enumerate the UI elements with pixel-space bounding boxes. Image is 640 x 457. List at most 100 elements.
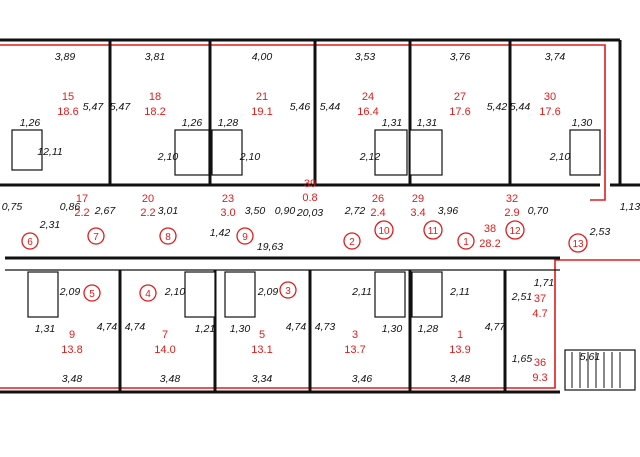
wc-room-25	[374, 129, 408, 176]
dim-top-27: 3,76	[450, 51, 471, 63]
room-area: 16.4	[357, 106, 378, 118]
marker-13: 13	[568, 233, 588, 253]
dim-misc-24: 1,42	[210, 227, 231, 239]
dim-misc-5: 5,44	[510, 101, 531, 113]
dim-top-15: 3,89	[55, 51, 76, 63]
dim-misc-47: 1,30	[382, 323, 403, 335]
room-17: 17 2.2	[74, 193, 89, 219]
marker-5: 5	[83, 284, 101, 302]
room-number: 1	[457, 329, 463, 341]
room-area: 3.0	[220, 207, 235, 219]
room-26: 26 2.4	[370, 193, 385, 219]
wc-room-28	[409, 129, 443, 176]
room-number: 5	[259, 329, 265, 341]
room-23: 23 3.0	[220, 193, 235, 219]
room-area: 17.6	[539, 106, 560, 118]
red-outline-bottom	[0, 259, 640, 389]
marker-9: 9	[236, 227, 254, 245]
stair-treads	[571, 352, 621, 388]
room-number: 18	[149, 91, 161, 103]
room-area: 2.2	[74, 207, 89, 219]
marker-label: 10	[378, 226, 390, 237]
dim-misc-37: 4,73	[315, 321, 336, 333]
room-number: 27	[454, 91, 466, 103]
dim-misc-6: 12,11	[37, 146, 63, 158]
room-20: 20 2.2	[140, 193, 155, 219]
wc-room-8	[184, 271, 216, 318]
marker-label: 12	[509, 226, 521, 237]
room-area: 18.6	[57, 106, 78, 118]
marker-10: 10	[374, 220, 394, 240]
dim-misc-17: 2,67	[94, 205, 117, 217]
marker-4: 4	[139, 284, 157, 302]
red-outline-top	[0, 44, 606, 201]
dim-misc-18: 3,01	[158, 205, 178, 217]
dim-misc-42: 2,11	[351, 286, 372, 298]
room-1: 1 13.9	[449, 329, 470, 356]
dim-bottom-9: 3,48	[62, 373, 83, 385]
dim-misc-30: 2,51	[511, 291, 532, 303]
marker-label: 3	[285, 286, 291, 297]
marker-2: 2	[343, 232, 361, 250]
wc-room-2	[411, 271, 443, 318]
dim-misc-27: 0,75	[2, 201, 23, 213]
room-area: 9.3	[532, 372, 547, 384]
dim-misc-8: 2,10	[239, 151, 261, 163]
dim-misc-0: 5,47	[83, 101, 105, 113]
room-area: 2.2	[140, 207, 155, 219]
marker-3: 3	[279, 281, 297, 299]
dim-misc-41: 2,09	[257, 286, 279, 298]
dim-top-21: 4,00	[252, 51, 273, 63]
marker-label: 6	[27, 237, 33, 248]
dim-misc-4: 5,42	[487, 101, 508, 113]
room-number: 20	[142, 193, 154, 205]
dim-misc-3: 5,44	[320, 101, 341, 113]
room-number: 15	[62, 91, 74, 103]
marker-7: 7	[87, 227, 105, 245]
room-number: 32	[506, 193, 518, 205]
room-number: 23	[222, 193, 234, 205]
marker-label: 9	[242, 232, 248, 243]
dim-misc-19: 3,50	[245, 205, 266, 217]
room-number: 39	[304, 178, 316, 190]
room-3: 3 13.7	[344, 329, 365, 356]
room-9: 9 13.8	[61, 329, 82, 356]
room-7: 7 14.0	[154, 329, 175, 356]
dim-misc-36: 4,74	[286, 321, 307, 333]
dim-misc-26: 0,86	[60, 201, 81, 213]
room-area: 13.8	[61, 344, 82, 356]
room-area: 28.2	[479, 238, 500, 250]
room-24: 24 16.4	[357, 91, 378, 118]
room-number: 17	[76, 193, 88, 205]
room-39: 39 0.8	[302, 178, 317, 204]
room-area: 14.0	[154, 344, 175, 356]
room-18: 18 18.2	[144, 91, 165, 118]
room-area: 13.7	[344, 344, 365, 356]
room-area: 17.6	[449, 106, 470, 118]
room-number: 30	[544, 91, 556, 103]
room-38: 38 28.2	[479, 223, 500, 250]
wc-room-6	[224, 271, 256, 318]
dim-corridor-top: 20,03	[296, 207, 323, 219]
dim-misc-28: 2,53	[589, 226, 611, 238]
dim-top-30: 3,74	[545, 51, 566, 63]
dim-misc-2: 5,46	[290, 101, 311, 113]
room-area: 0.8	[302, 192, 317, 204]
marker-8: 8	[159, 227, 177, 245]
room-29: 29 3.4	[410, 193, 425, 219]
marker-label: 5	[89, 289, 95, 300]
dim-misc-16: 1,30	[572, 117, 593, 129]
room-number: 24	[362, 91, 374, 103]
marker-label: 2	[349, 237, 355, 248]
room-number: 26	[372, 193, 384, 205]
room-30: 30 17.6	[539, 91, 560, 118]
dim-misc-22: 0,70	[528, 205, 549, 217]
dim-misc-31: 1,65	[512, 353, 533, 365]
room-number: 21	[256, 91, 268, 103]
wc-room-10	[27, 271, 59, 318]
marker-label: 4	[145, 289, 151, 300]
dim-misc-21: 3,96	[438, 205, 459, 217]
room-area: 3.4	[410, 207, 425, 219]
room-number: 9	[69, 329, 75, 341]
